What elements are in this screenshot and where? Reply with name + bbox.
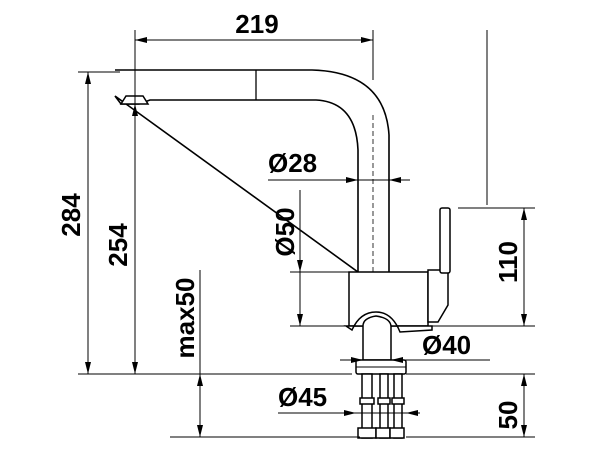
dimension-219-label: 219 <box>235 9 278 39</box>
dimension-diameter-50-label: Ø50 <box>270 207 300 256</box>
faucet-body <box>114 69 451 439</box>
dimension-max-50: max50 <box>170 270 203 437</box>
lever-handle <box>439 207 451 274</box>
dimension-max-50-label: max50 <box>170 278 200 359</box>
dimension-284-label: 284 <box>56 193 86 237</box>
dimension-254-label: 254 <box>103 223 133 267</box>
dimension-50-label: 50 <box>493 401 523 430</box>
dimension-110: 110 <box>493 208 527 326</box>
dimension-diameter-28-label: Ø28 <box>268 148 317 178</box>
shank <box>362 315 392 361</box>
dimension-284: 284 <box>56 72 91 374</box>
dimension-254: 254 <box>103 104 138 374</box>
dimension-diameter-40: Ø40 <box>340 330 490 363</box>
dimension-110-label: 110 <box>493 241 523 283</box>
dimension-diameter-45: Ø45 <box>278 382 420 416</box>
dimension-diameter-50: Ø50 <box>270 190 303 326</box>
dimension-diameter-45-label: Ø45 <box>278 382 327 412</box>
dimension-diameter-28: Ø28 <box>268 148 410 183</box>
dimension-50: 50 <box>493 374 527 437</box>
dimension-219: 219 <box>135 9 373 43</box>
dimension-diameter-40-label: Ø40 <box>422 330 471 360</box>
lever-connector <box>427 269 449 323</box>
spout-head <box>114 69 390 274</box>
extension-lines <box>78 30 535 438</box>
connection-pipes <box>357 373 405 439</box>
